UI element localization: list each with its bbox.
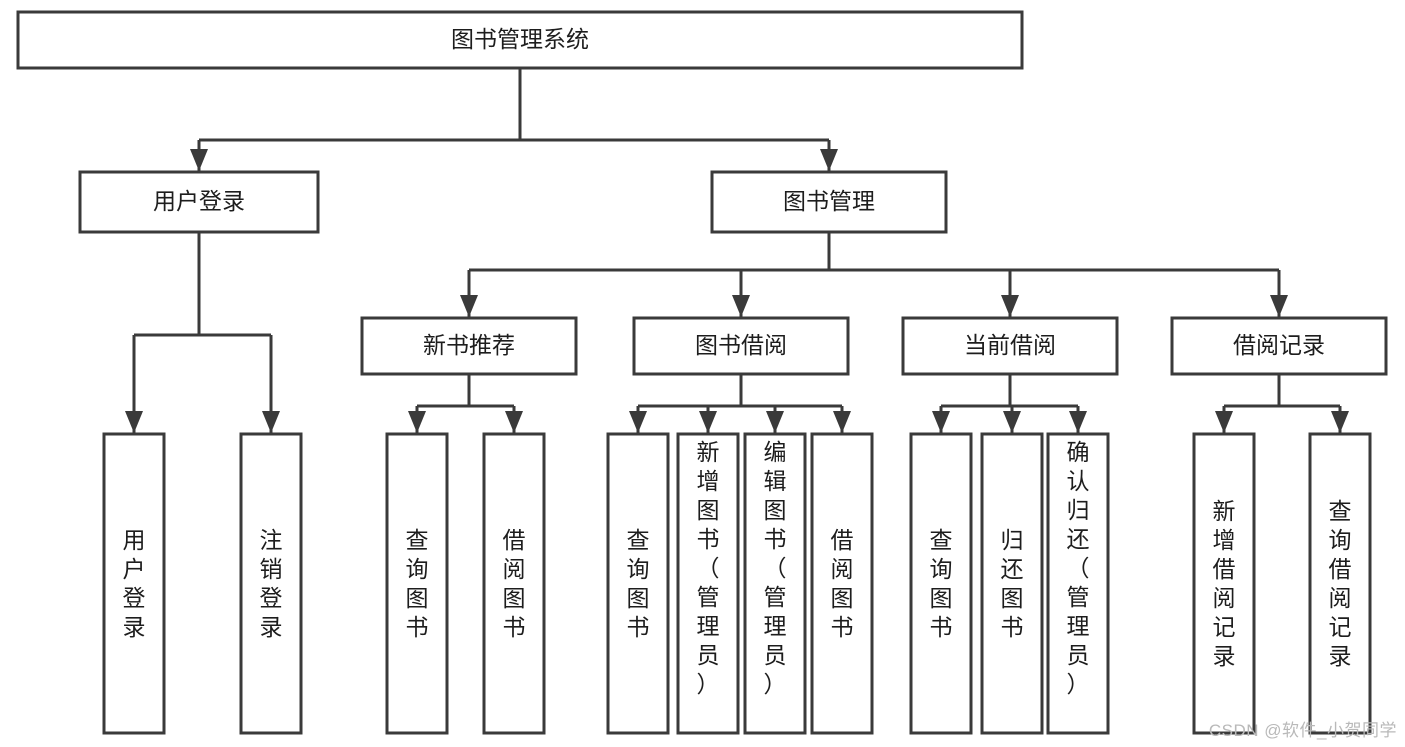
node-label: 图书借阅	[695, 332, 787, 358]
node-label: 确认归还（管理员）	[1067, 439, 1090, 697]
node-layer: 图书管理系统用户登录图书管理用户登录注销登录新书推荐查询图书借阅图书图书借阅查询…	[16, 10, 1388, 735]
node-current-borrow[interactable]: 当前借阅	[901, 316, 1119, 376]
connector-layer	[125, 68, 1349, 433]
node-label: 借阅图书	[831, 527, 854, 640]
node-undefined[interactable]: 图书管理系统	[16, 10, 1024, 70]
node-bb-edit-book[interactable]: 编辑图书（管理员）	[743, 432, 807, 735]
node-book-manage[interactable]: 图书管理	[710, 170, 948, 234]
node-label: 图书管理	[783, 188, 875, 214]
node-label: 借阅记录	[1233, 332, 1325, 358]
node-new-book-recommend[interactable]: 新书推荐	[360, 316, 578, 376]
node-cb-query-book[interactable]: 查询图书	[909, 432, 973, 735]
node-label: 用户登录	[153, 188, 245, 214]
node-label: 新增图书（管理员）	[697, 439, 720, 697]
node-label: 借阅图书	[503, 527, 526, 640]
node-nbr-query-book[interactable]: 查询图书	[385, 432, 449, 735]
node-book-borrow[interactable]: 图书借阅	[632, 316, 850, 376]
node-bb-borrow-book[interactable]: 借阅图书	[810, 432, 874, 735]
node-bb-add-book[interactable]: 新增图书（管理员）	[676, 432, 740, 735]
node-bb-query-book[interactable]: 查询图书	[606, 432, 670, 735]
node-borrow-record[interactable]: 借阅记录	[1170, 316, 1388, 376]
node-user-login-do[interactable]: 用户登录	[102, 432, 166, 735]
node-label: 图书管理系统	[451, 26, 589, 52]
node-label: 编辑图书（管理员）	[764, 439, 787, 697]
node-nbr-borrow-book[interactable]: 借阅图书	[482, 432, 546, 735]
node-cb-confirm-return[interactable]: 确认归还（管理员）	[1046, 432, 1110, 735]
node-label: 注销登录	[260, 527, 283, 640]
node-br-query-record[interactable]: 查询借阅记录	[1308, 432, 1372, 735]
node-label: 查询图书	[930, 527, 953, 640]
node-label: 查询图书	[406, 527, 429, 640]
node-user-login[interactable]: 用户登录	[78, 170, 320, 234]
node-label: 归还图书	[1001, 527, 1024, 640]
node-br-add-record[interactable]: 新增借阅记录	[1192, 432, 1256, 735]
node-user-logout[interactable]: 注销登录	[239, 432, 303, 735]
node-cb-return-book[interactable]: 归还图书	[980, 432, 1044, 735]
node-label: 用户登录	[123, 527, 146, 640]
node-label: 当前借阅	[964, 332, 1056, 358]
node-label: 新书推荐	[423, 332, 515, 358]
node-label: 查询图书	[627, 527, 650, 640]
csdn-watermark: CSDN @软件_小贺同学	[1208, 721, 1397, 740]
node-label: 新增借阅记录	[1213, 498, 1236, 669]
node-label: 查询借阅记录	[1329, 498, 1352, 669]
